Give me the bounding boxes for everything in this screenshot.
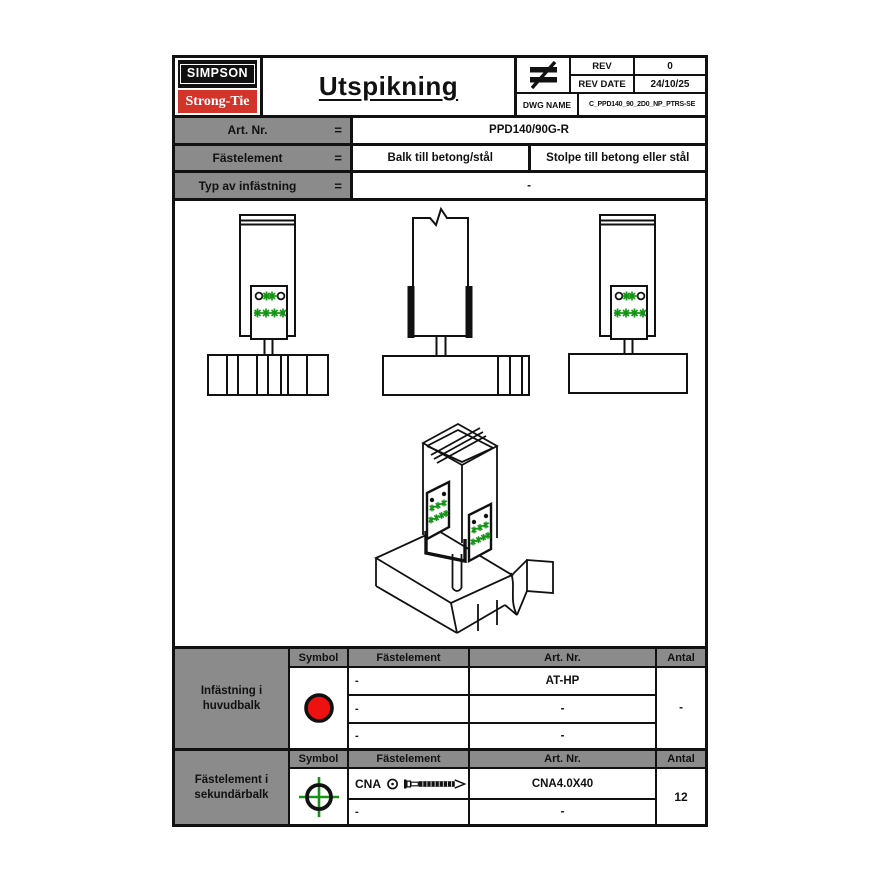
rev-date-label: REV DATE (571, 76, 635, 92)
red-circle-icon (303, 693, 334, 723)
secondary-antal: 12 (657, 769, 705, 824)
secondary-fastener-table: Fästelement i sekundärbalk Symbol Fästel… (175, 748, 705, 824)
secondary-header-artnr: Art. Nr. (470, 751, 655, 767)
spec-label-typ: Typ av infästning = (175, 173, 350, 198)
main-fastening-table: Infästning i huvudbalk Symbol Fästelemen… (175, 646, 705, 748)
artnr-value: PPD140/90G-R (489, 124, 569, 137)
cna-label: CNA (355, 776, 381, 791)
simpson-strongtie-logo: SIMPSON Strong-Tie (175, 58, 263, 115)
typ-value: - (527, 179, 531, 192)
main-artnr-2: - (470, 696, 655, 722)
main-artnr-3: - (470, 724, 655, 748)
iso-bracket-seat (424, 531, 467, 564)
logo-strongtie: Strong-Tie (178, 90, 257, 113)
secondary-table-row-label: Fästelement i sekundärbalk (175, 751, 288, 824)
secondary-header-symbol: Symbol (290, 751, 347, 767)
dwg-name-label: DWG NAME (517, 94, 579, 115)
equals-sign: = (334, 150, 342, 166)
main-fastelement-2: - (349, 696, 468, 722)
dwg-name-row: DWG NAME C_PPD140_90_2D0_NP_PTRS-SE (517, 94, 705, 115)
equals-sign: = (334, 178, 342, 194)
iso-right-plate (467, 502, 493, 564)
page-title: Utspikning (318, 71, 459, 101)
main-header-antal: Antal (657, 649, 705, 666)
main-table-row-label: Infästning i huvudbalk (175, 649, 288, 748)
spec-label-artnr: Art. Nr. = (175, 118, 350, 143)
logo-simpson: SIMPSON (178, 60, 257, 89)
front-view-right (568, 214, 688, 394)
secondary-artnr-1: CNA4.0X40 (470, 769, 655, 798)
logo-simpson-text: SIMPSON (180, 64, 255, 84)
spec-value-typ: - (353, 173, 705, 198)
iso-left-plate (425, 480, 451, 542)
spec-label-artnr-text: Art. Nr. (227, 123, 268, 138)
main-header-fastelement: Fästelement (349, 649, 468, 666)
front-view-right-holes (614, 291, 646, 301)
equals-sign: = (334, 122, 342, 138)
drawing-sheet: SIMPSON Strong-Tie Utspikning (172, 55, 708, 827)
crosshair-icon (298, 776, 339, 817)
secondary-fastelement-1: CNA (349, 769, 468, 798)
rev-label: REV (571, 58, 635, 74)
drawing-area (175, 201, 705, 646)
secondary-symbol-cell (290, 769, 347, 824)
dwg-name-value: C_PPD140_90_2D0_NP_PTRS-SE (588, 101, 696, 108)
fastelement-value-2: Stolpe till betong eller stål (527, 145, 706, 171)
main-fastelement-3: - (349, 724, 468, 748)
fastelement-value-1: Balk till betong/stål (387, 151, 493, 164)
rev-value: 0 (667, 60, 673, 72)
title-cell: Utspikning (263, 58, 517, 115)
spec-label-fastelement: Fästelement = (175, 145, 350, 171)
secondary-header-fastelement: Fästelement (349, 751, 468, 767)
rev-row: REV 0 (571, 58, 705, 74)
main-fastelement-1: - (349, 668, 468, 694)
projection-symbol-icon (530, 60, 557, 90)
spec-value-fastelement: Balk till betong/stål Stolpe till betong… (353, 145, 706, 171)
cna-nail-icon (404, 778, 467, 789)
main-antal: - (657, 668, 705, 748)
main-header-symbol: Symbol (290, 649, 347, 666)
logo-strongtie-text: Strong-Tie (185, 93, 250, 109)
rev-date-value: 24/10/25 (650, 78, 690, 90)
secondary-fastelement-2: - (349, 800, 468, 824)
main-header-artnr: Art. Nr. (470, 649, 655, 666)
side-view (382, 206, 530, 396)
secondary-header-antal: Antal (657, 751, 705, 767)
spec-value-artnr: PPD140/90G-R (353, 118, 705, 143)
spec-label-typ-text: Typ av infästning (198, 178, 297, 193)
title-block-header: SIMPSON Strong-Tie Utspikning (175, 58, 705, 115)
spec-table: Art. Nr. = PPD140/90G-R Fästelement = Ba… (175, 115, 705, 201)
revision-block: REV 0 REV DATE 24/10/25 DWG NAME C_PPD14… (517, 58, 705, 115)
front-view-left-holes (254, 291, 286, 301)
front-view-left (207, 214, 329, 396)
spec-label-fastelement-text: Fästelement (212, 150, 283, 165)
secondary-artnr-2: - (470, 800, 655, 824)
front-view-right-fasteners (613, 290, 647, 319)
technical-drawing (207, 206, 688, 634)
isometric-view (374, 422, 554, 634)
main-symbol-cell (290, 668, 347, 748)
main-artnr-1: AT-HP (470, 668, 655, 694)
projection-symbol-cell (517, 58, 571, 92)
front-view-left-fasteners (253, 290, 287, 319)
nail-head-icon (387, 778, 398, 789)
rev-date-row: REV DATE 24/10/25 (571, 74, 705, 92)
